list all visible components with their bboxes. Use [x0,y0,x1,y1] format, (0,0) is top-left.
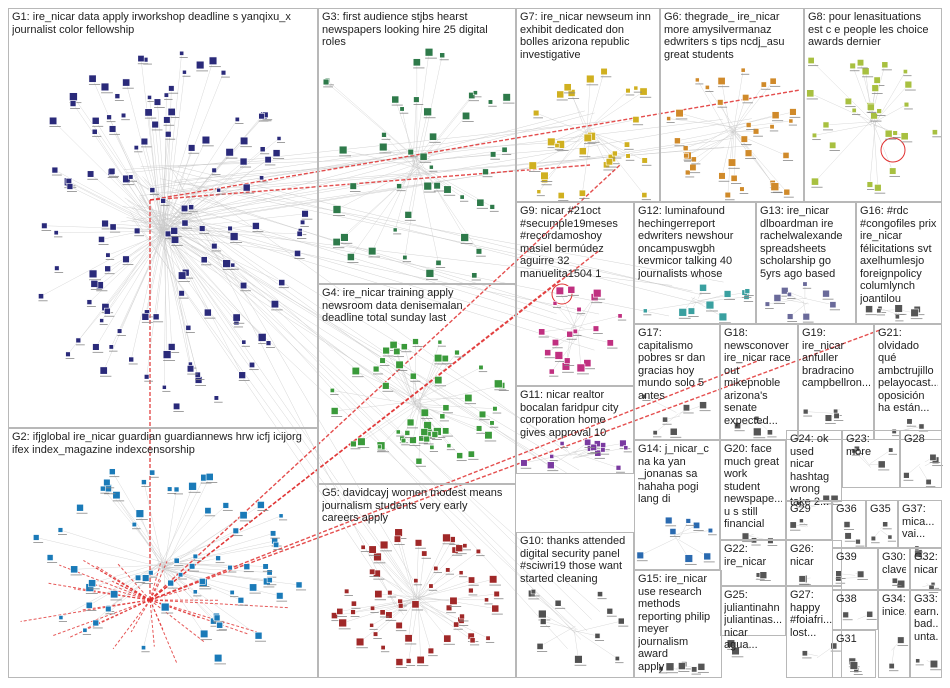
group-box-g29: G29 [786,500,832,540]
group-label-g14: G14: j_nicar_c na ka yan _jonanas sa hah… [638,443,709,505]
group-label-g9: G9: nicar #21oct #secumple19meses #recor… [520,205,618,280]
group-label-g5: G5: davidcayj women modest means journal… [322,487,503,524]
group-label-g37: G37: mica... vai... [902,503,935,540]
group-box-g19: G19: ire_nicar anfuller bradracino campb… [798,324,874,440]
group-label-g31: G31 [836,633,857,645]
group-box-g2: G2: ifjglobal ire_nicar guardian guardia… [8,428,318,678]
group-box-g5: G5: davidcayj women modest means journal… [318,484,516,678]
group-label-g26: G26: nicar [790,543,814,568]
group-box-g7: G7: ire_nicar newseum inn exhibit dedica… [516,8,660,202]
group-box-g34: G34: inice... [878,590,910,678]
group-box-g26: G26: nicar [786,540,842,586]
group-box-g3: G3: first audience stjbs hearst newspape… [318,8,516,284]
group-box-g20: G20: face much great work student newspa… [720,440,786,540]
group-box-g8: G8: pour lenasituations est c e people l… [804,8,942,202]
group-label-g13: G13: ire_nicar dlboardman ire rachelwale… [760,205,843,280]
group-box-g14: G14: j_nicar_c na ka yan _jonanas sa hah… [634,440,720,570]
group-label-g33: G33: earn... bad... unta... [914,593,938,643]
group-label-g22: G22: ire_nicar [724,543,767,568]
group-label-g27: G27: happy #foiafri... lost... [790,589,833,639]
group-label-g11: G11: nicar realtor bocalan faridpur city… [520,389,619,439]
group-label-g18: G18: newsconover ire_nicar race out mike… [724,327,791,427]
group-box-g13: G13: ire_nicar dlboardman ire rachelwale… [756,202,856,324]
group-label-g32: G32: nicar [914,551,938,576]
group-box-g17: G17: capitalismo pobres sr dan gracias h… [634,324,720,440]
group-box-g24: G24: ok used nicar hashtag wrong take 2.… [786,430,842,508]
group-box-g32: G32: nicar [910,548,942,590]
group-label-g2: G2: ifjglobal ire_nicar guardian guardia… [12,431,302,456]
group-box-g28: G28 [900,430,942,488]
group-label-g20: G20: face much great work student newspa… [724,443,782,530]
group-box-g25: G25: juliantinahn juliantinas... nicar a… [720,586,786,651]
group-label-g30: G30: clave [882,551,906,576]
group-label-g16: G16: #rdc #congofiles prix ire_nicar fél… [860,205,937,305]
group-label-g28: G28 [904,433,925,445]
group-box-g39: G39 [832,548,878,590]
group-label-g39: G39 [836,551,857,563]
group-box-g35: G35 [866,500,898,548]
group-label-g4: G4: ire_nicar training apply newsroom da… [322,287,463,324]
group-label-g10: G10: thanks attended digital security pa… [520,535,626,585]
group-box-g22: G22: ire_nicar [720,540,786,586]
group-box-g31: G31 [832,630,876,678]
group-label-g34: G34: inice... [882,593,906,618]
group-label-g24: G24: ok used nicar hashtag wrong take 2.… [790,433,830,508]
group-box-g33: G33: earn... bad... unta... [910,590,942,678]
group-label-g21: G21: olvidado qué ambctrujillo pelayocas… [878,327,938,414]
group-label-g7: G7: ire_nicar newseum inn exhibit dedica… [520,11,651,61]
group-box-g6: G6: thegrade_ ire_nicar more amysilverma… [660,8,804,202]
group-label-g19: G19: ire_nicar anfuller bradracino campb… [802,327,870,389]
group-label-g6: G6: thegrade_ ire_nicar more amysilverma… [664,11,785,61]
group-box-g11: G11: nicar realtor bocalan faridpur city… [516,386,634,474]
group-box-g18: G18: newsconover ire_nicar race out mike… [720,324,798,440]
group-box-g1: G1: ire_nicar data apply irworkshop dead… [8,8,318,428]
group-label-g23: G23: more [846,433,872,458]
group-box-g12: G12: luminafound hechingerreport edwrite… [634,202,756,324]
group-box-g16: G16: #rdc #congofiles prix ire_nicar fél… [856,202,942,324]
group-box-g30: G30: clave [878,548,910,590]
group-label-g15: G15: ire_nicar use research methods repo… [638,573,711,673]
group-box-g10: G10: thanks attended digital security pa… [516,532,634,678]
group-label-g3: G3: first audience stjbs hearst newspape… [322,11,488,48]
group-label-g1: G1: ire_nicar data apply irworkshop dead… [12,11,291,36]
group-box-g38: G38 [832,590,878,630]
group-label-g12: G12: luminafound hechingerreport edwrite… [638,205,734,280]
group-box-g23: G23: more [842,430,900,488]
group-label-g8: G8: pour lenasituations est c e people l… [808,11,929,48]
group-label-g36: G36 [836,503,857,515]
group-box-g4: G4: ire_nicar training apply newsroom da… [318,284,516,484]
group-box-g9: G9: nicar #21oct #secumple19meses #recor… [516,202,634,386]
group-label-g29: G29 [790,503,811,515]
group-label-g17: G17: capitalismo pobres sr dan gracias h… [638,327,706,402]
group-box-g15: G15: ire_nicar use research methods repo… [634,570,722,678]
group-label-g38: G38 [836,593,857,605]
group-label-g25: G25: juliantinahn juliantinas... nicar a… [724,589,782,651]
group-label-g35: G35 [870,503,891,515]
group-box-g27: G27: happy #foiafri... lost... [786,586,842,678]
group-box-g36: G36 [832,500,866,548]
group-box-g21: G21: olvidado qué ambctrujillo pelayocas… [874,324,942,440]
group-box-g37: G37: mica... vai... [898,500,942,548]
